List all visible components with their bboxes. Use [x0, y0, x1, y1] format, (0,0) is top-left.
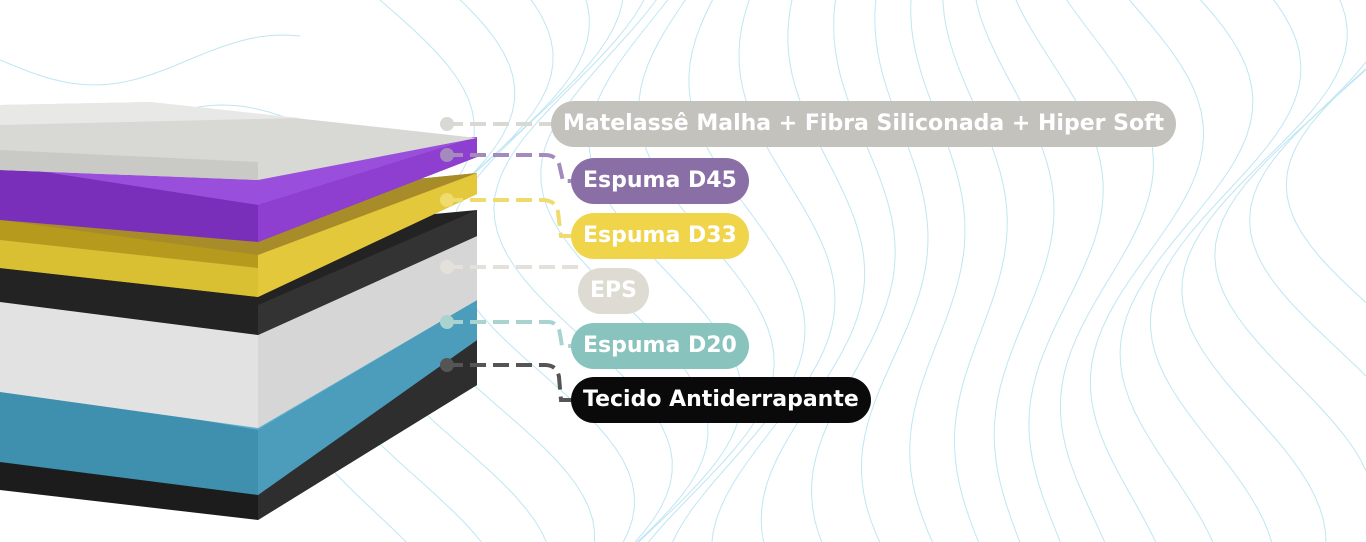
connector-line	[447, 320, 571, 348]
contour-line	[1015, 0, 1104, 542]
connector-line	[447, 153, 571, 183]
contour-line	[1089, 0, 1205, 542]
contour-line	[1119, 0, 1254, 542]
label-tecido-antiderrapante[interactable]: Tecido Antiderrapante	[571, 377, 871, 423]
label-espuma-d33[interactable]: Espuma D33	[571, 213, 749, 259]
contour-line	[1214, 60, 1366, 472]
contour-line	[1060, 0, 1154, 542]
contour-line	[1181, 0, 1348, 542]
label-eps[interactable]: EPS	[578, 268, 649, 314]
connector-dot	[440, 260, 454, 274]
connector-dot	[440, 193, 454, 207]
connector-dot	[440, 148, 454, 162]
contour-line	[860, 0, 929, 542]
label-matelasse[interactable]: Matelassê Malha + Fibra Siliconada + Hip…	[551, 101, 1177, 147]
contour-line	[1150, 0, 1302, 542]
contour-line	[1285, 68, 1366, 304]
contour-line	[672, 0, 806, 542]
contour-line	[909, 0, 966, 542]
connector-line	[447, 363, 571, 402]
label-espuma-d20[interactable]: Espuma D20	[571, 323, 749, 369]
contour-line	[588, 0, 743, 542]
contour-line	[1249, 68, 1366, 377]
connector-dot	[440, 315, 454, 329]
layer-matelasse	[0, 102, 477, 180]
connector-line	[447, 198, 571, 238]
label-espuma-d45[interactable]: Espuma D45	[571, 158, 749, 204]
connector-dot	[440, 358, 454, 372]
contour-line	[760, 0, 866, 542]
contour-line	[493, 0, 673, 542]
contour-line	[540, 0, 709, 542]
contour-line	[711, 0, 836, 542]
contour-line	[942, 0, 1008, 542]
contour-line	[811, 0, 896, 542]
connector-dot	[440, 117, 454, 131]
contour-line	[975, 0, 1055, 542]
contour-line	[0, 34, 301, 86]
contour-line	[638, 0, 775, 542]
